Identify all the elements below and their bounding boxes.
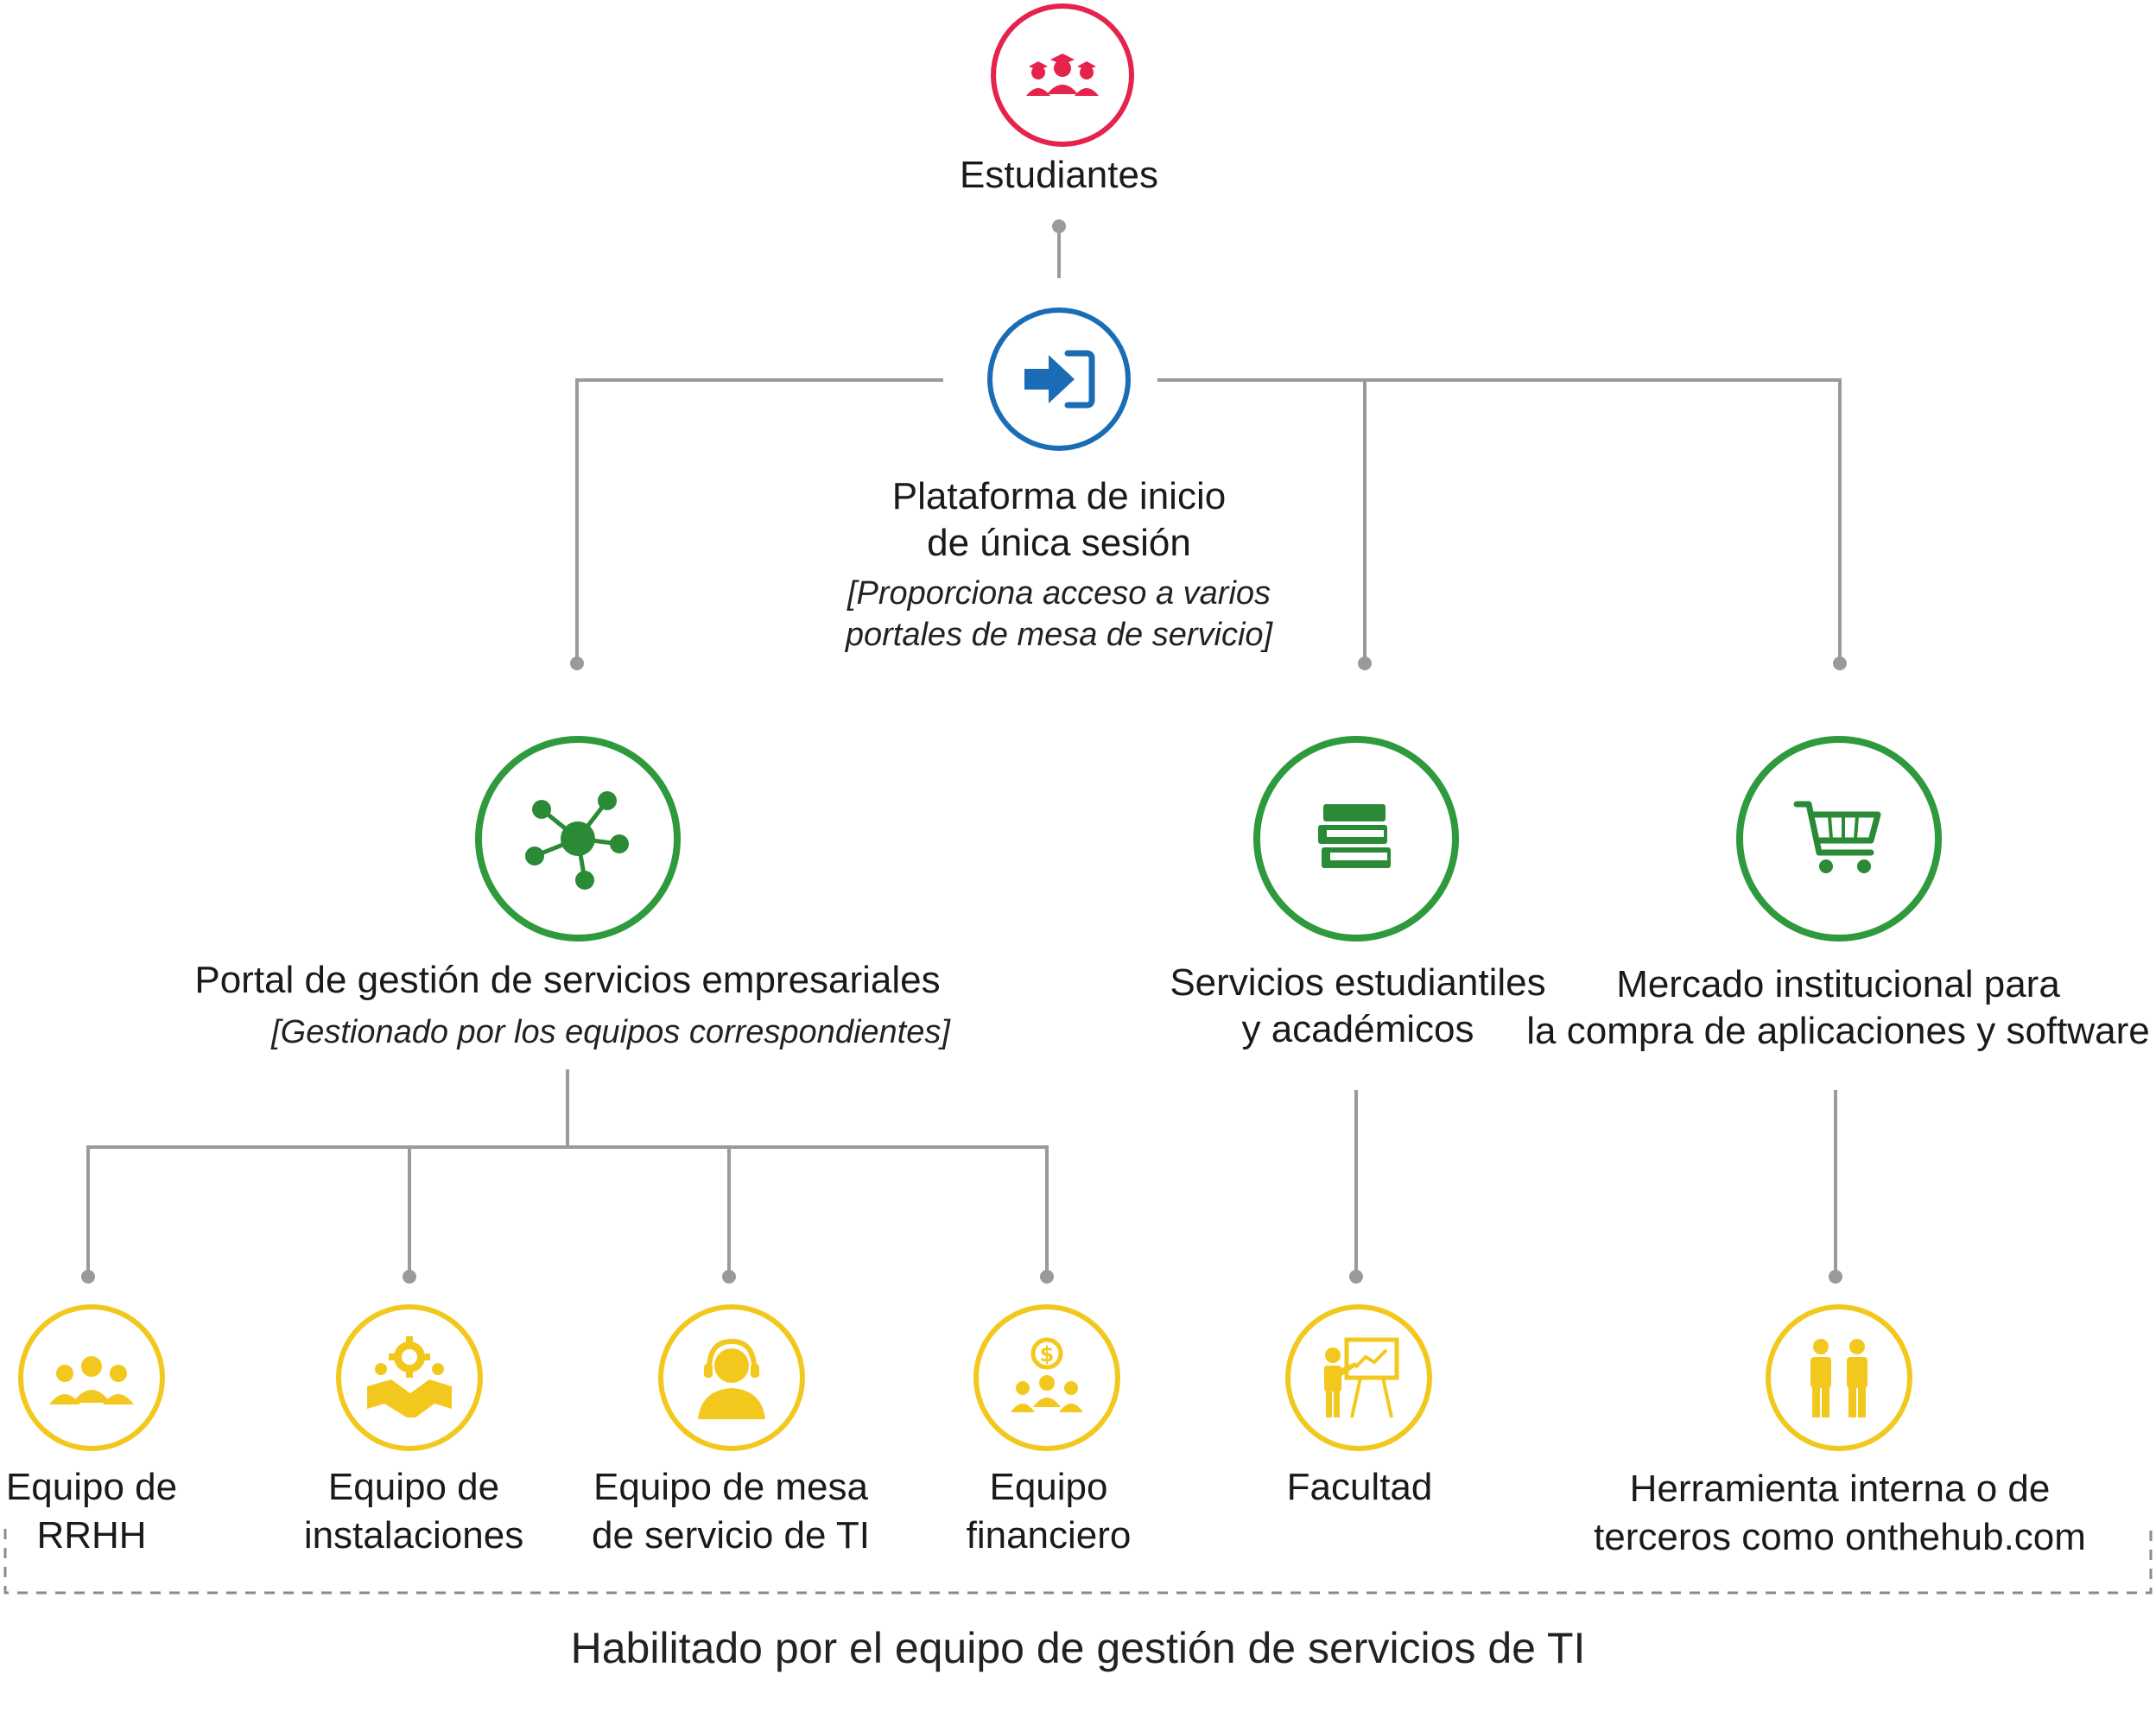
network-hub-icon <box>525 791 629 890</box>
facilities-team-label-line2: instalaciones <box>303 1514 524 1557</box>
marketplace-label-line1: Mercado institucional para <box>1616 963 2060 1005</box>
sign-in-icon <box>1024 350 1095 409</box>
hr-team-node <box>18 1304 165 1451</box>
facilities-team-label-line1: Equipo de <box>327 1466 500 1508</box>
teacher-board-icon <box>1324 1337 1399 1418</box>
marketplace-node <box>1736 736 1942 942</box>
students-label: Estudiantes <box>960 154 1158 196</box>
faculty-label: Facultad <box>1286 1466 1433 1508</box>
hr-team-label-line2: RRHH <box>36 1514 147 1557</box>
finance-team-node: $ <box>973 1304 1120 1451</box>
handshake-gear-icon <box>367 1336 452 1417</box>
marketplace-label-line2: la compra de aplicaciones y software <box>1526 1010 2150 1052</box>
tools-label-line1: Herramienta interna o de <box>1629 1468 2051 1510</box>
student-services-label-line2: y académicos <box>1241 1008 1474 1050</box>
it-service-desk-team-node <box>658 1304 805 1451</box>
money-team-icon: $ <box>1011 1337 1083 1412</box>
it-service-desk-team-label-line1: Equipo de mesa <box>593 1466 868 1508</box>
student-services-label-line1: Servicios estudiantiles <box>1170 961 1546 1004</box>
graduates-icon <box>1026 54 1099 96</box>
sso-label-line2: de única sesión <box>927 522 1191 564</box>
footer-caption: Habilitado por el equipo de gestión de s… <box>570 1624 1586 1672</box>
esm-portal-label: Portal de gestión de servicios empresari… <box>194 959 941 1001</box>
facilities-team-node <box>336 1304 483 1451</box>
student-services-node <box>1253 736 1459 942</box>
esm-portal-node <box>475 736 681 942</box>
tools-label-line2: terceros como onthehub.com <box>1594 1516 2086 1558</box>
sso-sub-line2: portales de mesa de servicio] <box>845 617 1273 653</box>
esm-portal-sub: [Gestionado por los equipos correspondie… <box>271 1014 950 1050</box>
team-icon <box>49 1356 134 1404</box>
finance-team-label-line1: Equipo <box>989 1466 1108 1508</box>
shopping-cart-icon <box>1793 801 1881 873</box>
svg-text:$: $ <box>1040 1342 1055 1366</box>
headset-agent-icon <box>698 1338 765 1419</box>
students-node <box>991 3 1134 147</box>
books-icon <box>1318 804 1391 868</box>
it-service-desk-team-label-line2: de servicio de TI <box>591 1514 870 1557</box>
sso-node <box>987 308 1131 451</box>
faculty-node <box>1285 1304 1432 1451</box>
two-people-icon <box>1810 1339 1867 1417</box>
sso-sub-line1: [Proporciona acceso a varios <box>847 575 1271 612</box>
sso-label-line1: Plataforma de inicio <box>891 475 1227 517</box>
hr-team-label-line1: Equipo de <box>5 1466 178 1508</box>
tools-node <box>1766 1304 1912 1451</box>
finance-team-label-line2: financiero <box>966 1514 1132 1557</box>
